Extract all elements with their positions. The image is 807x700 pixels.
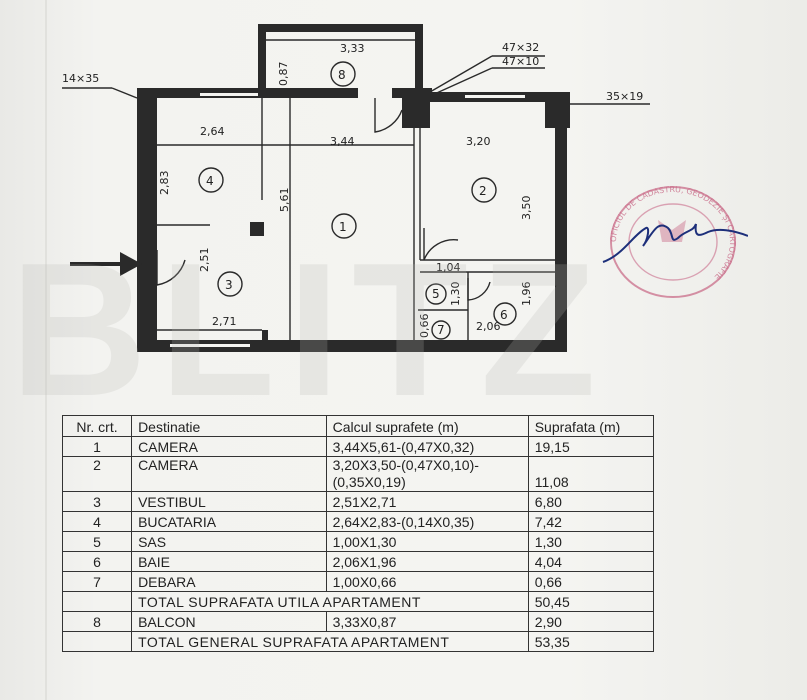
room-7-label: 7 bbox=[437, 323, 445, 337]
row-nr: 3 bbox=[61, 491, 133, 512]
dim-room2-height: 3,50 bbox=[520, 196, 533, 221]
dim-top-right-2: 47×10 bbox=[502, 55, 539, 68]
table-header-row: Nr. crt. Destinatie Calcul suprafete (m)… bbox=[61, 415, 655, 437]
row-destination: CAMERA bbox=[131, 456, 327, 492]
row-nr: 4 bbox=[61, 511, 133, 532]
room-1-label: 1 bbox=[339, 220, 347, 234]
row-destination: BAIE bbox=[131, 551, 327, 572]
row-calculation-line1: 3,20X3,50-(0,47X0,10)- bbox=[332, 457, 479, 473]
header-calculation: Calcul suprafete (m) bbox=[325, 415, 529, 437]
dim-sas-height: 1,30 bbox=[449, 282, 462, 307]
dim-kitchen-width: 2,64 bbox=[200, 125, 225, 138]
cadastre-stamp: OFICIUL DE CADASTRU, GEODEZIE ȘI CARTOGR… bbox=[602, 185, 748, 298]
row-area: 6,80 bbox=[527, 491, 655, 512]
empty-cell bbox=[61, 591, 133, 612]
row-nr: 7 bbox=[61, 571, 133, 592]
row-area: 4,04 bbox=[527, 551, 655, 572]
table-row: 1 CAMERA 3,44X5,61-(0,47X0,32) 19,15 bbox=[61, 436, 655, 457]
dim-hall-width: 2,71 bbox=[212, 315, 237, 328]
dim-balcony-width: 3,33 bbox=[340, 42, 365, 55]
row-nr: 2 bbox=[61, 456, 133, 492]
row-calculation: 3,33X0,87 bbox=[325, 611, 529, 632]
header-nr: Nr. crt. bbox=[61, 415, 133, 437]
row-area: 2,90 bbox=[527, 611, 655, 632]
row-destination: SAS bbox=[131, 531, 327, 552]
row-area: 11,08 bbox=[527, 456, 655, 492]
row-area: 7,42 bbox=[527, 511, 655, 532]
row-area: 19,15 bbox=[527, 436, 655, 457]
table-row: 3 VESTIBUL 2,51X2,71 6,80 bbox=[61, 491, 655, 512]
total-general-value: 53,35 bbox=[527, 631, 655, 652]
dim-top-right-1: 47×32 bbox=[502, 41, 539, 54]
row-destination: BUCATARIA bbox=[131, 511, 327, 532]
header-destination: Destinatie bbox=[131, 415, 327, 437]
table-row: 6 BAIE 2,06X1,96 4,04 bbox=[61, 551, 655, 572]
dim-balcony-height: 0,87 bbox=[277, 62, 290, 87]
row-nr: 1 bbox=[61, 436, 133, 457]
total-general-label: TOTAL GENERAL SUPRAFATA APARTAMENT bbox=[131, 631, 529, 652]
empty-cell bbox=[61, 631, 133, 652]
row-calculation: 2,51X2,71 bbox=[325, 491, 529, 512]
dim-sas-width: 1,04 bbox=[436, 261, 461, 274]
dim-bath-height: 1,96 bbox=[520, 282, 533, 307]
room-2-label: 2 bbox=[479, 184, 487, 198]
dim-hall-height: 2,51 bbox=[198, 248, 211, 273]
watermark-text: BLITZ bbox=[10, 224, 608, 420]
total-useful-row: TOTAL SUPRAFATA UTILA APARTAMENT 50,45 bbox=[61, 591, 655, 612]
row-calculation: 3,20X3,50-(0,47X0,10)- (0,35X0,19) bbox=[325, 456, 529, 492]
row-nr: 6 bbox=[61, 551, 133, 572]
dim-right-column: 35×19 bbox=[606, 90, 643, 103]
dim-room2-width: 3,20 bbox=[466, 135, 491, 148]
room-5-label: 5 bbox=[432, 287, 440, 301]
total-general-row: TOTAL GENERAL SUPRAFATA APARTAMENT 53,35 bbox=[61, 631, 655, 652]
row-calculation: 1,00X1,30 bbox=[325, 531, 529, 552]
room-8-label: 8 bbox=[338, 68, 346, 82]
room-6-label: 6 bbox=[500, 308, 508, 322]
header-area: Suprafata (m) bbox=[527, 415, 655, 437]
table-row: 7 DEBARA 1,00X0,66 0,66 bbox=[61, 571, 655, 592]
watermark: BLITZ bbox=[10, 224, 608, 420]
dim-left-column: 14×35 bbox=[62, 72, 99, 85]
room-4-label: 4 bbox=[206, 174, 214, 188]
paper-fold bbox=[45, 0, 47, 700]
room-3-label: 3 bbox=[225, 278, 233, 292]
floor-plan: 8 4 1 2 3 5 6 7 14×35 47×32 47×10 35×19 … bbox=[62, 24, 650, 352]
dim-bath-width: 2,06 bbox=[476, 320, 501, 333]
table-row: 4 BUCATARIA 2,64X2,83-(0,14X0,35) 7,42 bbox=[61, 511, 655, 532]
row-area: 1,30 bbox=[527, 531, 655, 552]
table-row: 2 CAMERA 3,20X3,50-(0,47X0,10)- (0,35X0,… bbox=[61, 456, 655, 492]
row-destination: DEBARA bbox=[131, 571, 327, 592]
dim-room1-width: 3,44 bbox=[330, 135, 355, 148]
row-nr: 8 bbox=[61, 611, 133, 632]
total-useful-label: TOTAL SUPRAFATA UTILA APARTAMENT bbox=[131, 591, 529, 612]
dim-room1-height: 5,61 bbox=[278, 188, 291, 213]
table-row: 5 SAS 1,00X1,30 1,30 bbox=[61, 531, 655, 552]
area-table: Nr. crt. Destinatie Calcul suprafete (m)… bbox=[61, 415, 655, 652]
dim-storage-width: 0,66 bbox=[418, 314, 431, 339]
row-destination: BALCON bbox=[131, 611, 327, 632]
row-destination: VESTIBUL bbox=[131, 491, 327, 512]
row-calculation: 2,64X2,83-(0,14X0,35) bbox=[325, 511, 529, 532]
total-useful-value: 50,45 bbox=[527, 591, 655, 612]
row-calculation: 2,06X1,96 bbox=[325, 551, 529, 572]
table-row: 8 BALCON 3,33X0,87 2,90 bbox=[61, 611, 655, 632]
dim-kitchen-height: 2,83 bbox=[158, 171, 171, 196]
row-calculation-line2: (0,35X0,19) bbox=[332, 474, 406, 490]
row-destination: CAMERA bbox=[131, 436, 327, 457]
row-calculation: 1,00X0,66 bbox=[325, 571, 529, 592]
row-area: 0,66 bbox=[527, 571, 655, 592]
row-nr: 5 bbox=[61, 531, 133, 552]
row-calculation: 3,44X5,61-(0,47X0,32) bbox=[325, 436, 529, 457]
